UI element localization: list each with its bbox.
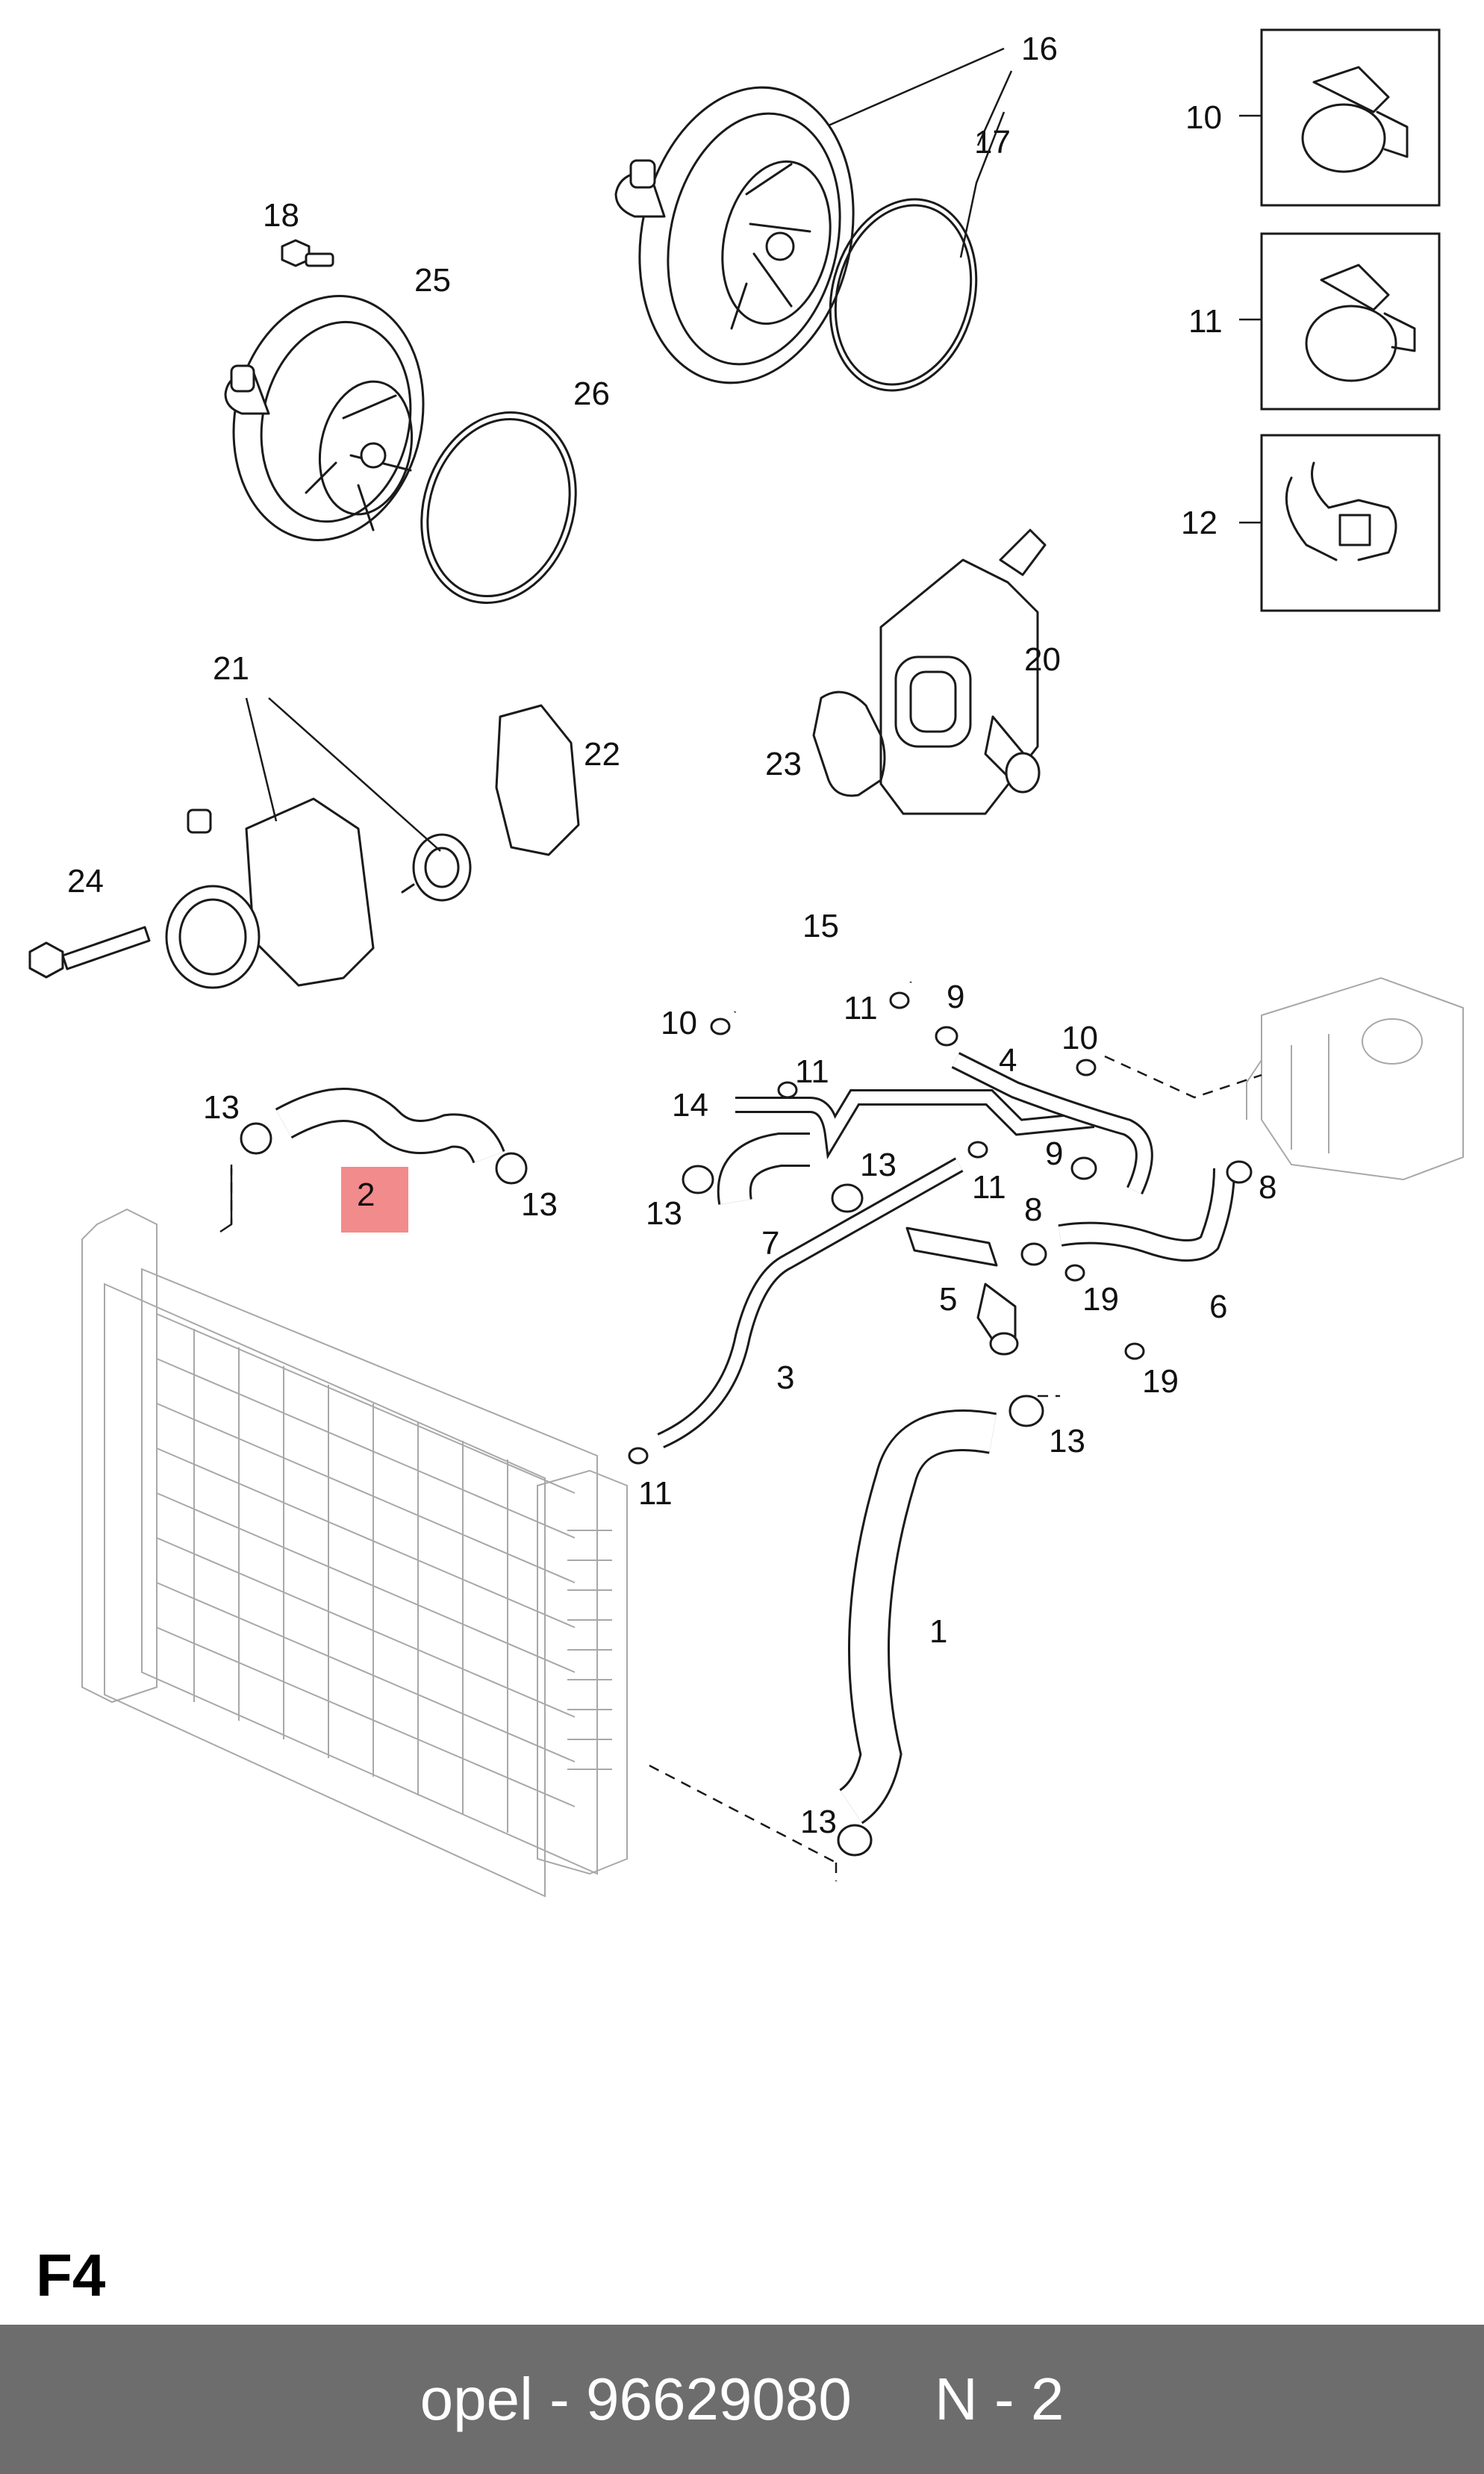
callout-19b: 19 (1142, 1363, 1179, 1400)
pipe-5 (905, 1227, 1019, 1356)
callout-21: 21 (213, 650, 249, 687)
callout-23: 23 (765, 746, 802, 782)
page-label: F4 (36, 2242, 106, 2308)
footer-bar: opel - 96629080 N - 2 (0, 2325, 1484, 2474)
callouts: 1 2 3 4 5 6 7 8 8 9 9 10 10 10 11 11 11 … (67, 31, 1276, 1840)
clamp-inset-12 (1260, 434, 1441, 612)
bolt-18 (281, 239, 334, 267)
callout-11e: 11 (638, 1475, 673, 1512)
callout-3: 3 (776, 1359, 794, 1396)
callout-26: 26 (573, 376, 610, 412)
callout-13b: 13 (521, 1186, 558, 1223)
callout-13f: 13 (800, 1804, 837, 1840)
callout-15: 15 (802, 908, 839, 944)
callout-18: 18 (263, 197, 299, 234)
hose-2 (275, 1088, 505, 1165)
hose-1 (838, 1409, 997, 1825)
thermostat-housing-20 (879, 529, 1047, 815)
callout-20: 20 (1024, 641, 1061, 678)
callout-13d: 13 (860, 1147, 897, 1183)
gasket-22 (495, 704, 580, 856)
callout-10a: 10 (1185, 99, 1222, 136)
callout-24: 24 (67, 863, 104, 900)
callout-highlight (341, 1167, 408, 1233)
gasket-23 (812, 691, 886, 797)
small-clamps (240, 991, 1253, 1857)
callout-13c: 13 (646, 1195, 682, 1232)
bolt-24 (28, 926, 151, 979)
callout-1: 1 (929, 1613, 947, 1650)
callout-6: 6 (1209, 1289, 1227, 1325)
callout-2: 2 (357, 1177, 375, 1213)
callout-9a: 9 (947, 979, 964, 1015)
thermostat-cover-21 (165, 797, 375, 989)
radiator (81, 1208, 628, 1898)
callout-22: 22 (584, 736, 620, 773)
callout-13a: 13 (203, 1089, 240, 1126)
callout-8a: 8 (1024, 1191, 1042, 1228)
callout-11b: 11 (844, 990, 878, 1026)
hose-7 (717, 1132, 810, 1205)
hose-3 (657, 1157, 964, 1449)
leader-lines (219, 47, 1262, 1881)
callout-10b: 10 (1061, 1020, 1098, 1056)
footer-text: opel - 96629080 N - 2 (420, 2366, 1064, 2432)
o-ring-26 (420, 411, 577, 604)
callout-13e: 13 (1049, 1423, 1085, 1459)
callout-4: 4 (999, 1042, 1017, 1079)
hose-6 (1058, 1168, 1235, 1262)
expansion-tank (1246, 976, 1464, 1181)
callout-12: 12 (1181, 505, 1218, 541)
clamp-inset-11 (1260, 232, 1441, 411)
callout-16: 16 (1021, 31, 1058, 67)
callout-10c: 10 (661, 1005, 697, 1041)
thermostat (401, 833, 472, 902)
hose-4 (951, 1052, 1153, 1195)
callout-11a: 11 (1188, 303, 1223, 340)
hose-14 (735, 1089, 1095, 1159)
clamp-inset-10 (1260, 28, 1441, 207)
water-pump-upper (614, 86, 855, 384)
callout-5: 5 (939, 1281, 957, 1318)
water-pump-lower (224, 295, 425, 541)
hose-15 (730, 934, 917, 1015)
callout-19a: 19 (1082, 1281, 1119, 1318)
callout-8b: 8 (1259, 1169, 1276, 1206)
callout-17: 17 (974, 124, 1011, 161)
callout-11c: 11 (795, 1053, 829, 1090)
callout-11d: 11 (972, 1169, 1006, 1206)
callout-25: 25 (414, 262, 451, 299)
callout-9b: 9 (1045, 1135, 1063, 1172)
o-ring-17 (829, 198, 978, 392)
callout-14: 14 (672, 1087, 708, 1124)
parts-diagram: 1 2 3 4 5 6 7 8 8 9 9 10 10 10 11 11 11 … (28, 28, 1464, 1898)
callout-7: 7 (761, 1225, 779, 1262)
